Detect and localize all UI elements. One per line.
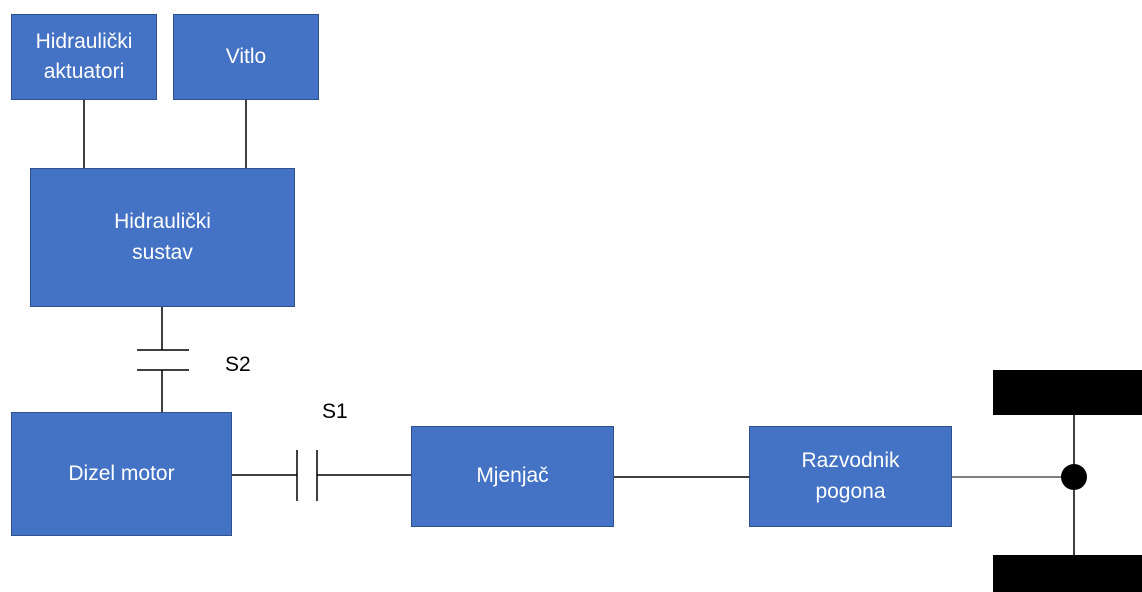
differential-node [1061,464,1087,490]
clutch-s2-icon [137,349,189,371]
wheel-axle-icon [993,370,1142,592]
clutch-s2-label: S2 [225,353,251,376]
clutch-s1-icon [296,450,318,501]
lower-wheel [993,555,1142,592]
transfer-case-block: Razvodnik pogona [749,426,952,527]
transfer-case-label-line2: pogona [815,479,886,503]
clutch-s1-label: S1 [322,400,348,423]
hydraulic-actuators-label-line2: aktuatori [43,60,125,83]
gearbox-block: Mjenjač [411,426,614,527]
diesel-engine-block: Dizel motor [11,412,232,536]
diesel-engine-label: Dizel motor [68,461,175,485]
transfer-case-label-line1: Razvodnik [801,449,900,473]
hydraulic-actuators-label-line1: Hidraulički [35,29,133,53]
gearbox-label: Mjenjač [476,464,549,488]
hydraulic-system-block: Hidraulički sustav [30,168,295,307]
hydraulic-system-label-line1: Hidraulički [114,210,211,234]
hydraulic-actuators-block: Hidraulički aktuatori [11,14,157,100]
hydraulic-system-label-line2: sustav [132,240,193,264]
winch-block: Vitlo [173,14,319,100]
upper-wheel [993,370,1142,415]
winch-label: Vitlo [225,44,267,68]
